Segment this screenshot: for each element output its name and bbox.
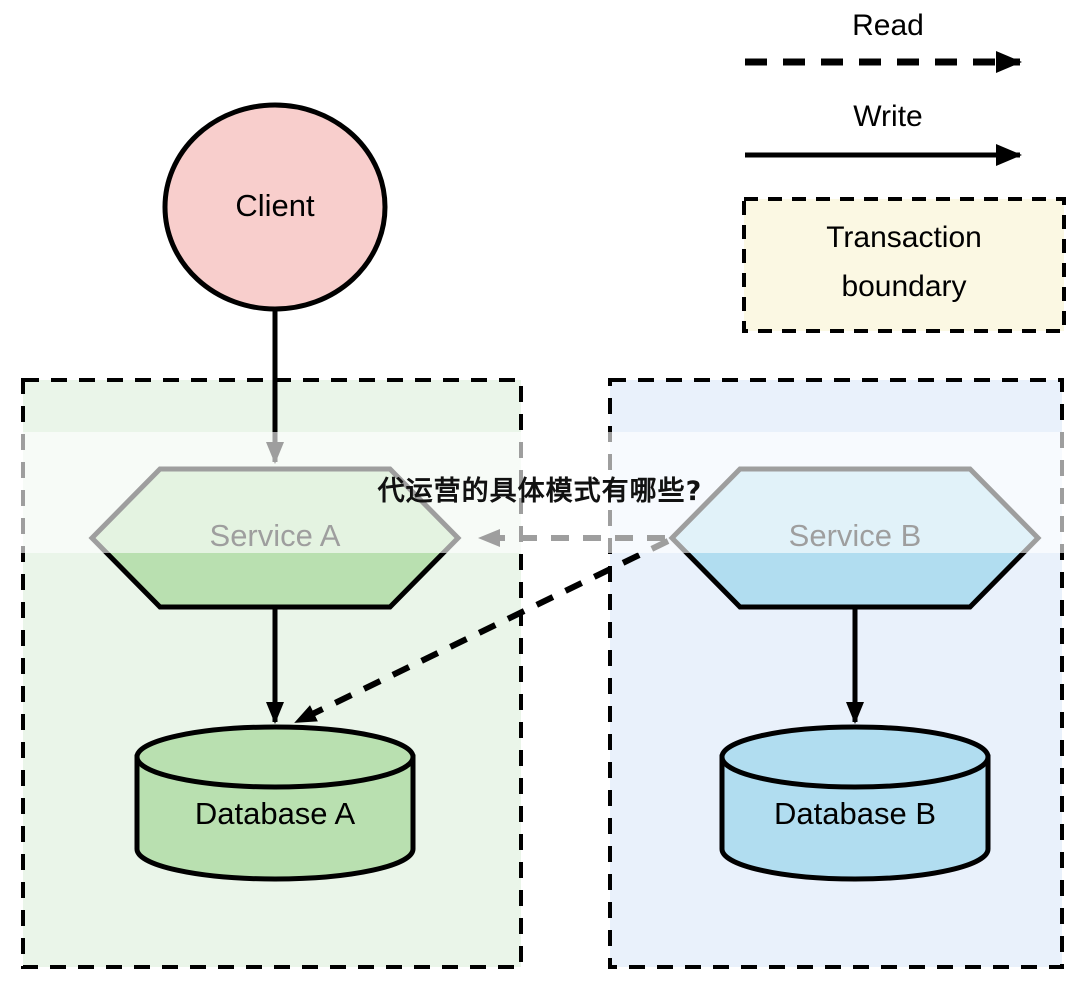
client-label: Client — [235, 188, 315, 223]
database-a-label: Database A — [195, 796, 356, 831]
legend-transaction-boundary-box — [742, 197, 1066, 333]
legend-boundary-label-line1: Transaction — [826, 221, 982, 254]
database-a-node[interactable] — [134, 724, 416, 882]
database-b-label: Database B — [774, 796, 936, 831]
watermark-highlight-band — [0, 432, 1080, 553]
legend-boundary-label-line2: boundary — [841, 270, 966, 303]
database-b-node[interactable] — [719, 724, 991, 882]
legend-read-label: Read — [852, 9, 924, 42]
legend-group: Read Write Transaction boundary — [742, 9, 1066, 333]
client-node[interactable] — [162, 102, 388, 312]
edge-service-b-to-database-a — [294, 538, 670, 725]
legend-write-label: Write — [853, 100, 922, 133]
